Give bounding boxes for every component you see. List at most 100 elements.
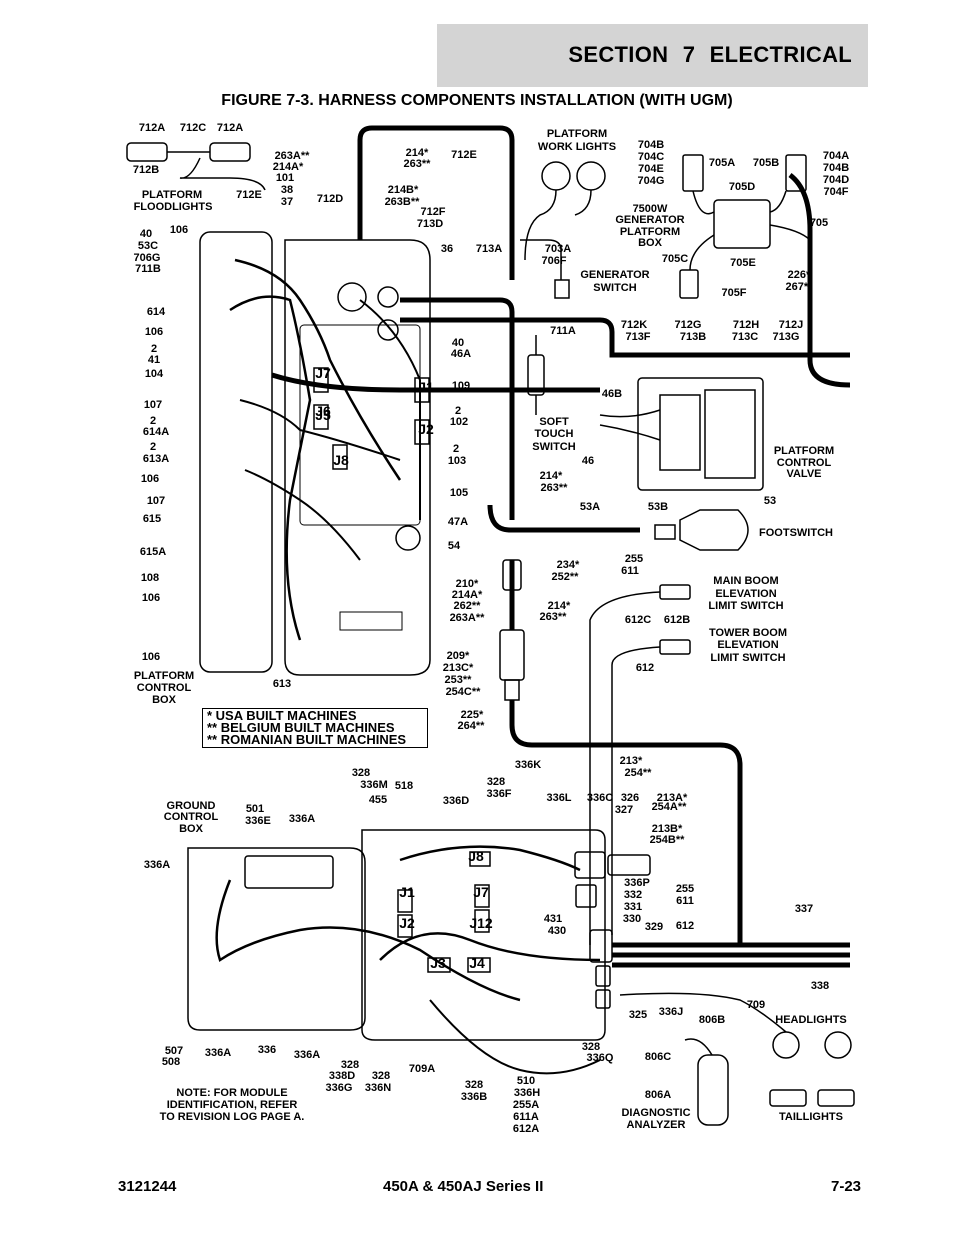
component-label: 712A xyxy=(139,122,165,134)
component-label: 329 xyxy=(645,921,663,933)
component-label: 46B xyxy=(602,388,622,400)
component-label: 105 xyxy=(450,487,468,499)
component-label: 612C xyxy=(625,614,651,626)
component-label: BOX xyxy=(152,694,177,706)
component-label: 336A xyxy=(294,1049,320,1061)
component-label: 336P xyxy=(624,877,650,889)
component-label: 210* xyxy=(456,578,479,590)
component-label: 612A xyxy=(513,1123,539,1135)
component-label: 713B xyxy=(680,331,706,343)
component-label: 614A xyxy=(143,426,169,438)
component-label: 38 xyxy=(281,184,293,196)
component-label: 712K xyxy=(621,319,647,331)
component-label: 706G xyxy=(134,252,161,264)
component-label: 102 xyxy=(450,416,468,428)
component-label: 104 xyxy=(145,368,164,380)
component-label: 2 xyxy=(150,415,156,427)
component-label: TO REVISION LOG PAGE A. xyxy=(160,1111,305,1123)
component-label: 615A xyxy=(140,546,166,558)
component-label: J3 xyxy=(430,955,446,971)
component-label: 704E xyxy=(638,163,664,175)
component-label: J8 xyxy=(468,848,484,864)
component-label: TAILLIGHTS xyxy=(779,1111,843,1123)
component-label: 336L xyxy=(546,792,571,804)
component-label: 336Q xyxy=(587,1052,614,1064)
component-label: 36 xyxy=(441,243,453,255)
component-label: 255A xyxy=(513,1099,539,1111)
component-label: 7500W xyxy=(633,203,668,215)
component-label: 704C xyxy=(638,151,664,163)
component-label: J8 xyxy=(333,452,349,468)
component-label: LIMIT SWITCH xyxy=(708,600,783,612)
component-label: TOUCH xyxy=(535,428,574,440)
component-label: 213* xyxy=(620,755,643,767)
component-label: 806A xyxy=(645,1089,671,1101)
component-label: 713C xyxy=(732,331,758,343)
component-label: 611 xyxy=(621,565,639,577)
component-label: 703A xyxy=(545,243,571,255)
component-label: 225* xyxy=(461,709,484,721)
component-label: 106 xyxy=(141,473,159,485)
component-label: 712F xyxy=(420,206,445,218)
component-label: 711A xyxy=(550,325,576,337)
component-label: 254C** xyxy=(446,686,482,698)
component-label: 705 xyxy=(810,217,828,229)
component-label: 213B* xyxy=(652,823,683,835)
component-label: 254B** xyxy=(650,834,686,846)
section-header-bar: SECTION 7 ELECTRICAL xyxy=(437,24,868,87)
component-label: 253** xyxy=(445,674,473,686)
component-label: 213A* xyxy=(657,792,688,804)
component-label: 263A** xyxy=(450,612,486,624)
component-label: 336K xyxy=(515,759,541,771)
component-label: 705D xyxy=(729,181,755,193)
component-label: 709A xyxy=(409,1063,435,1075)
component-label: 611 xyxy=(676,895,694,907)
component-label: 806B xyxy=(699,1014,725,1026)
component-label: 338 xyxy=(811,980,829,992)
component-label: 336A xyxy=(144,859,170,871)
component-label: 705B xyxy=(753,157,779,169)
component-label: GENERATOR xyxy=(580,269,649,281)
component-label: 108 xyxy=(141,572,159,584)
component-label: 331 xyxy=(624,901,642,913)
component-label: 53B xyxy=(648,501,668,513)
component-label: J7 xyxy=(473,884,489,900)
component-label: 705F xyxy=(721,287,746,299)
component-label: 106 xyxy=(170,224,188,236)
component-label: 430 xyxy=(548,925,566,937)
component-label: 712D xyxy=(317,193,343,205)
component-label: FLOODLIGHTS xyxy=(134,201,213,213)
component-label: DIAGNOSTIC xyxy=(621,1107,690,1119)
model-name: 450A & 450AJ Series II xyxy=(383,1178,544,1195)
component-label: 612 xyxy=(636,662,654,674)
component-label: 712B xyxy=(133,164,159,176)
component-label: 518 xyxy=(395,780,413,792)
component-label: GROUND xyxy=(167,800,216,812)
component-label: HEADLIGHTS xyxy=(775,1014,847,1026)
component-label: PLATFORM xyxy=(547,128,607,140)
component-label: 46 xyxy=(582,455,594,467)
component-label: 713A xyxy=(476,243,502,255)
component-label: 328 xyxy=(487,776,505,788)
component-label: 263** xyxy=(404,158,432,170)
section-title: SECTION 7 ELECTRICAL xyxy=(568,42,852,67)
component-label: WORK LIGHTS xyxy=(538,141,616,153)
component-label: 336G xyxy=(326,1082,353,1094)
component-label: J6 xyxy=(315,403,331,419)
figure-title: FIGURE 7-3. HARNESS COMPONENTS INSTALLAT… xyxy=(221,92,733,109)
component-label: NOTE: FOR MODULE xyxy=(176,1087,287,1099)
component-label: 613 xyxy=(273,678,291,690)
component-label: 712A xyxy=(217,122,243,134)
component-label: CONTROL xyxy=(164,811,219,823)
component-label: 704F xyxy=(823,186,848,198)
component-label: 508 xyxy=(162,1056,180,1068)
component-label: J7 xyxy=(315,365,331,381)
legend-usa: * USA BUILT MACHINES xyxy=(207,708,357,723)
component-label: 613A xyxy=(143,453,169,465)
component-label: 431 xyxy=(544,913,562,925)
component-label: 704G xyxy=(638,175,665,187)
component-label: 326 xyxy=(621,792,639,804)
component-label: 336J xyxy=(659,1006,683,1018)
component-label: 263A** xyxy=(275,150,311,162)
